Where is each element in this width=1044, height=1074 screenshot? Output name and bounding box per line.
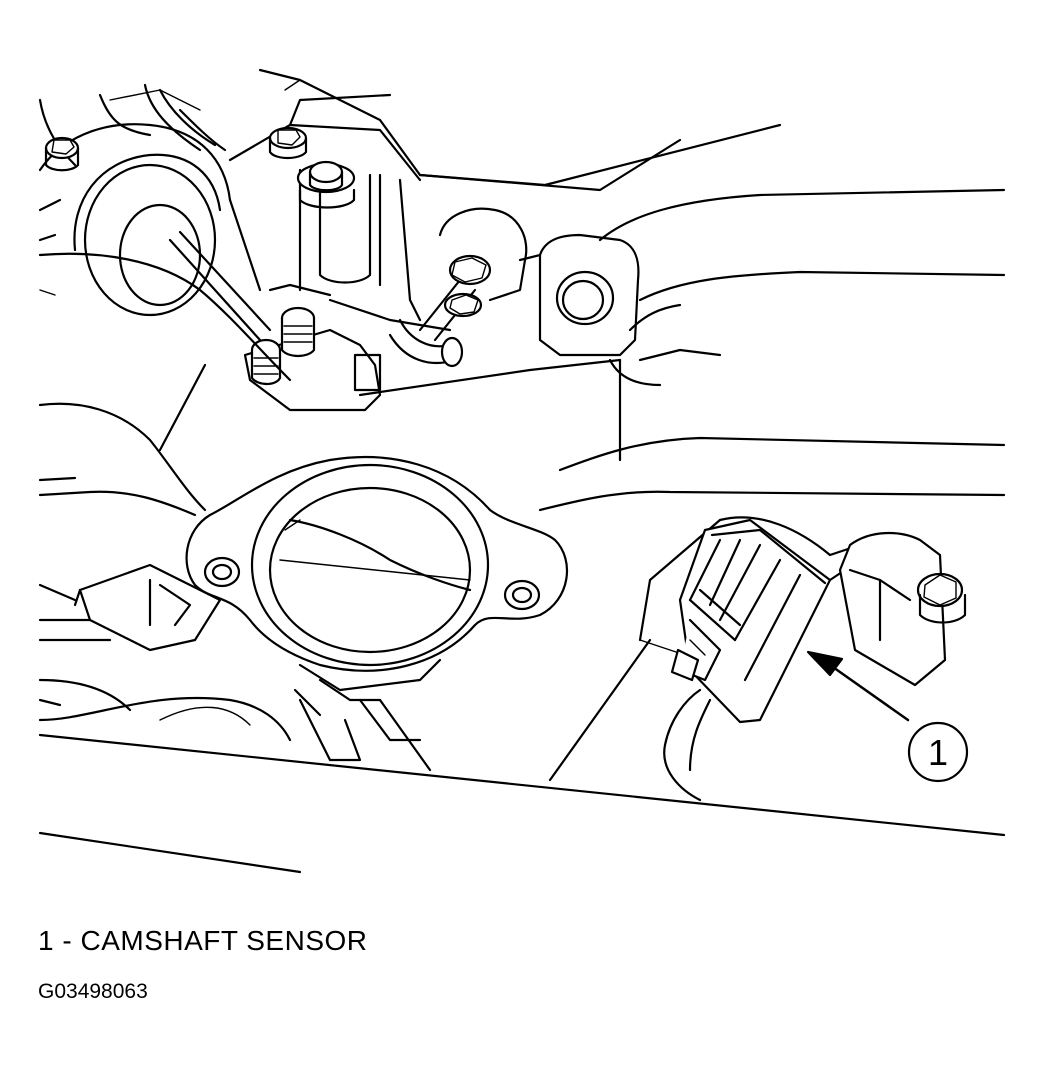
tube: [388, 278, 477, 368]
legend-item-label: CAMSHAFT SENSOR: [80, 925, 368, 956]
engine-illustration: 1: [38, 68, 1006, 874]
linkage-rod: [168, 230, 272, 342]
manifold-body: [38, 252, 1006, 517]
upper-bracket: [228, 68, 782, 322]
pulley-housing: [38, 83, 232, 317]
legend-item-separator: -: [54, 925, 81, 956]
manifold-runner-upper: [598, 188, 1006, 387]
legend: 1 - CAMSHAFT SENSOR: [38, 925, 368, 957]
bolt-upper-3: [438, 207, 528, 318]
bolt-upper-1: [268, 126, 308, 160]
legend-item-number: 1: [38, 925, 55, 956]
callout-marker: 1: [907, 721, 969, 783]
sensor-bolt-block: [838, 531, 967, 687]
bolt-top-left: [44, 136, 80, 172]
figure-id: G03498063: [38, 980, 148, 1003]
mount-boss: [518, 233, 640, 357]
left-bracket: [38, 563, 222, 652]
camshaft-sensor-connector: [638, 516, 862, 802]
lower-rails: [38, 638, 1006, 874]
lower-linkage: [38, 658, 442, 762]
bolt-upper-2: [296, 160, 356, 209]
stud-bracket: [243, 283, 452, 412]
callout-number: 1: [928, 732, 948, 773]
callout-arrow: [806, 650, 910, 722]
throttle-flange: [185, 455, 569, 672]
